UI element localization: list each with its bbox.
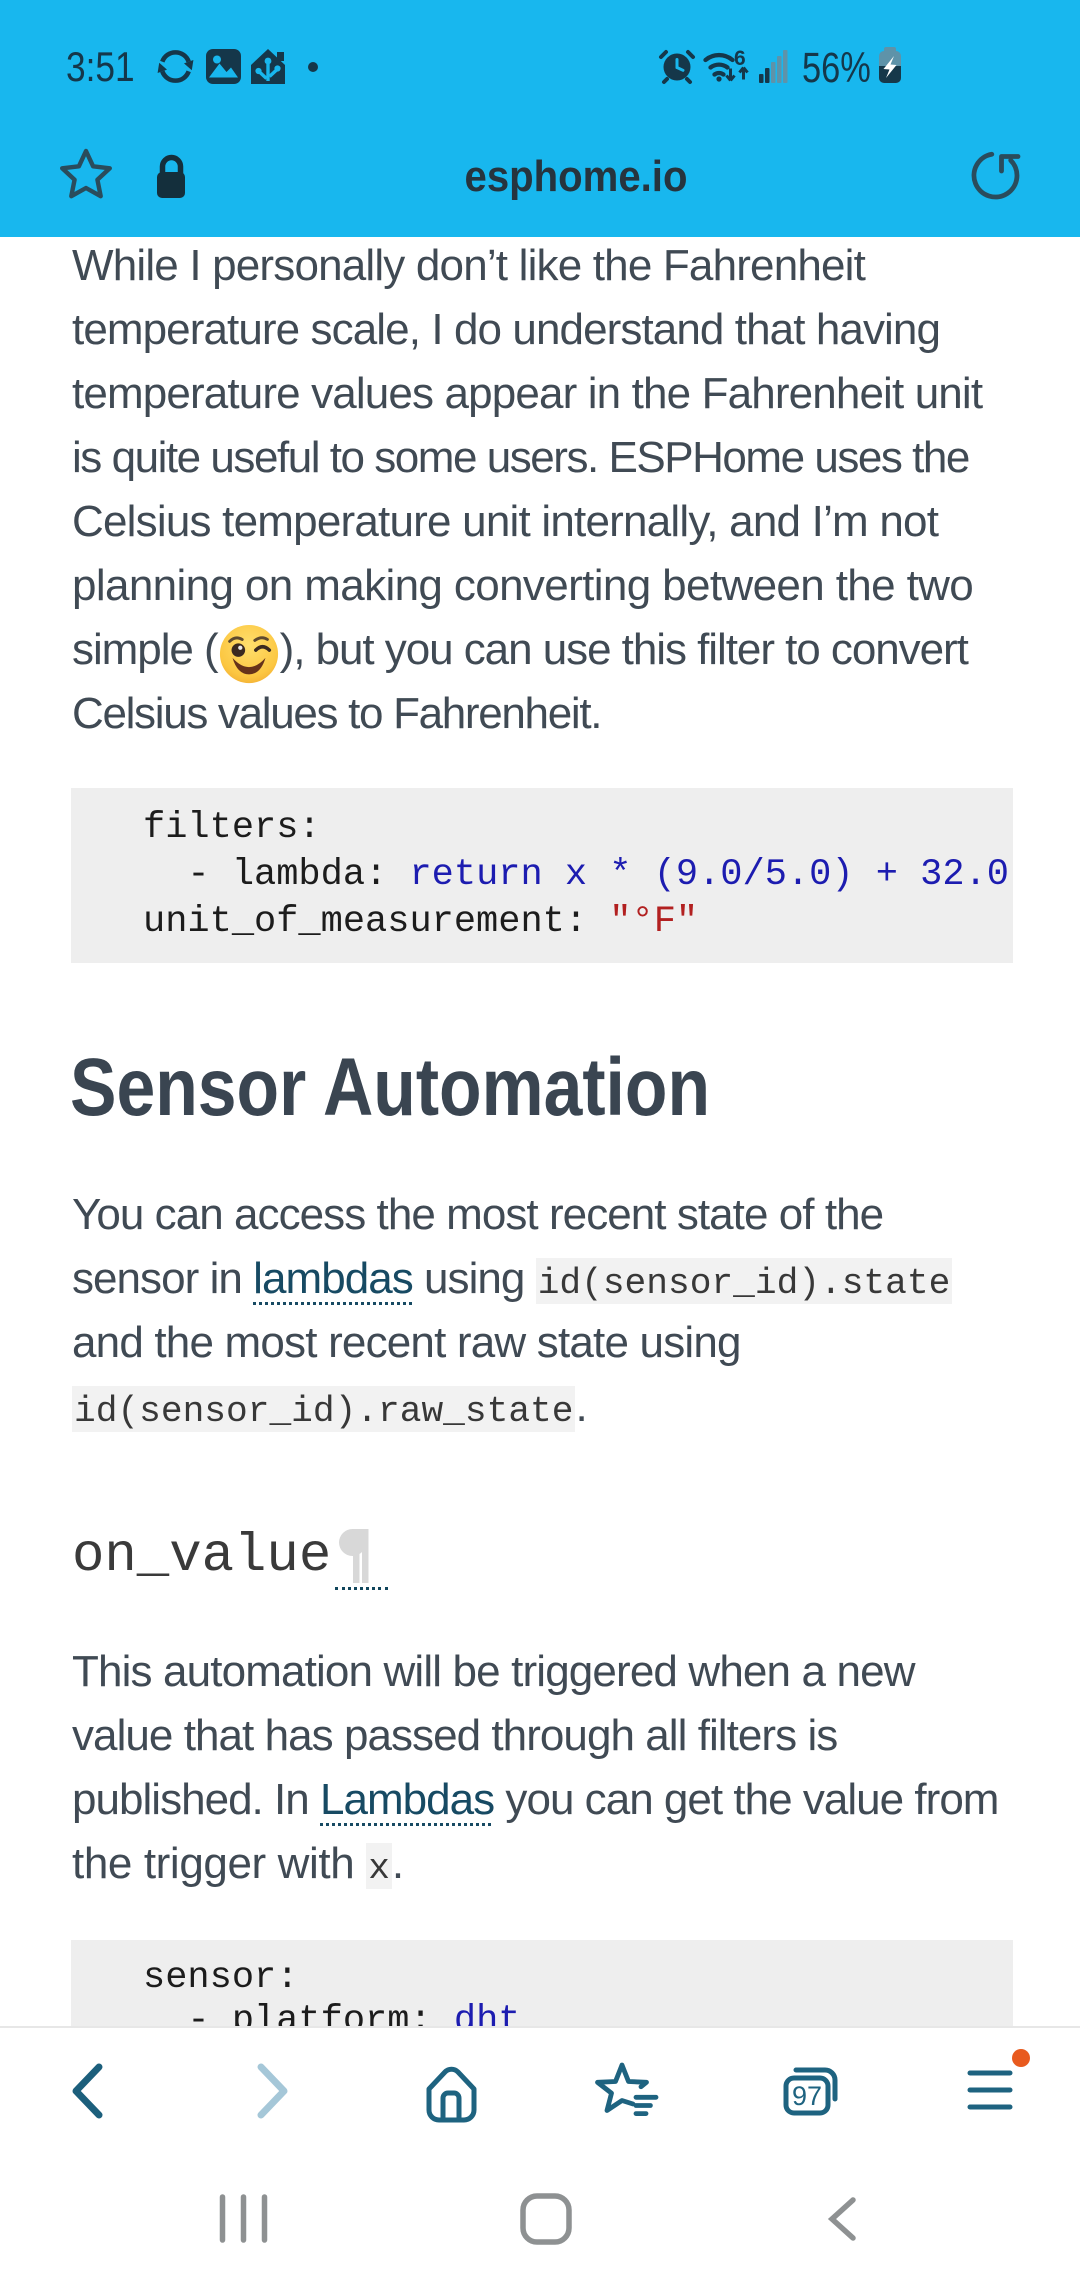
svg-text:97: 97 <box>792 2081 822 2111</box>
svg-text:6: 6 <box>734 47 746 70</box>
svg-text:esphome.io: esphome.io <box>465 151 688 200</box>
svg-text:3:51: 3:51 <box>66 44 135 91</box>
svg-text:56%: 56% <box>802 44 871 91</box>
